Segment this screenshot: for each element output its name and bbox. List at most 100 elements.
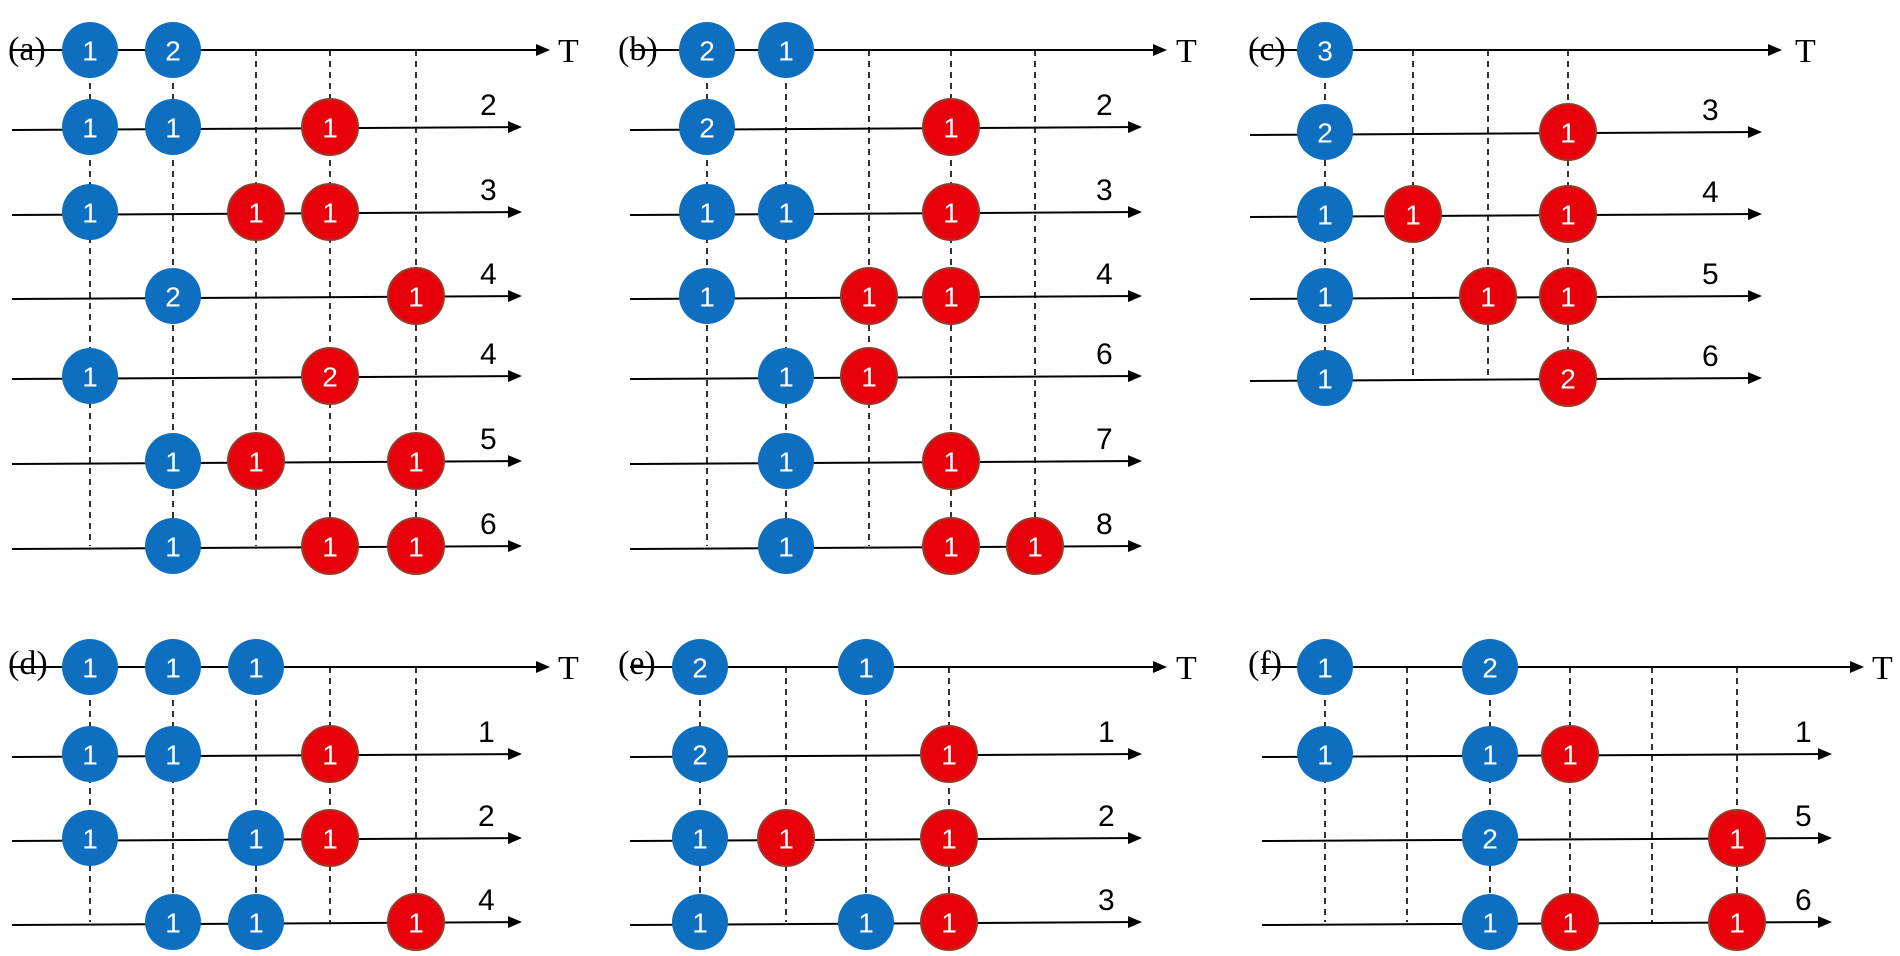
bead-count: 1 [1560, 118, 1576, 149]
bead-count: 2 [1317, 118, 1333, 149]
blue-bead: 1 [228, 810, 284, 866]
bead-circle [62, 22, 118, 78]
bead-count: 1 [943, 198, 959, 229]
blue-bead: 1 [1297, 726, 1353, 782]
blue-bead: 1 [1297, 350, 1353, 406]
bead-circle [1297, 268, 1353, 324]
row-label: 3 [1098, 884, 1115, 917]
bead-count: 1 [699, 198, 715, 229]
blue-bead: 2 [1462, 810, 1518, 866]
row-label: 3 [480, 174, 497, 207]
bead-count: 1 [165, 113, 181, 144]
bead-circle [145, 894, 201, 950]
blue-bead: 1 [145, 726, 201, 782]
blue-bead: 1 [228, 639, 284, 695]
row-label: 6 [1702, 340, 1719, 373]
row-label: 1 [1795, 716, 1812, 749]
bead-circle [679, 184, 735, 240]
time-axis-label: T [1176, 33, 1197, 70]
blue-bead: 1 [838, 894, 894, 950]
bead-circle [145, 433, 201, 489]
bead-count: 1 [82, 653, 98, 684]
blue-bead: 1 [1297, 186, 1353, 242]
bead-count: 1 [322, 740, 338, 771]
bead-count: 1 [165, 532, 181, 563]
bead-count: 1 [82, 362, 98, 393]
blue-bead: 1 [679, 184, 735, 240]
bead-count: 2 [692, 740, 708, 771]
bead-count: 1 [943, 447, 959, 478]
bead-circle [1459, 267, 1517, 325]
blue-bead: 3 [1297, 22, 1353, 78]
row-label: 4 [480, 338, 497, 371]
row-label: 1 [1098, 716, 1115, 749]
bead-count: 1 [322, 824, 338, 855]
bead-count: 1 [1405, 200, 1421, 231]
bead-circle [758, 22, 814, 78]
bead-circle [387, 893, 445, 951]
bead-count: 1 [943, 113, 959, 144]
bead-circle [1462, 726, 1518, 782]
bead-count: 1 [778, 198, 794, 229]
bead-count: 1 [248, 447, 264, 478]
row-label: 4 [480, 258, 497, 291]
bead-circle [1539, 349, 1597, 407]
bead-count: 1 [943, 282, 959, 313]
bead-count: 1 [165, 447, 181, 478]
bead-circle [679, 22, 735, 78]
row-label: 5 [1702, 258, 1719, 291]
bead-circle [62, 639, 118, 695]
blue-bead: 1 [62, 22, 118, 78]
time-axis-label: T [1795, 33, 1816, 70]
bead-circle [62, 184, 118, 240]
blue-bead: 1 [62, 639, 118, 695]
red-bead: 2 [301, 347, 359, 405]
bead-count: 1 [408, 908, 424, 939]
red-bead: 1 [840, 267, 898, 325]
blue-bead: 1 [145, 518, 201, 574]
bead-count: 1 [1729, 824, 1745, 855]
blue-bead: 1 [62, 726, 118, 782]
bead-count: 1 [941, 824, 957, 855]
blue-bead: 1 [145, 433, 201, 489]
bead-count: 1 [408, 282, 424, 313]
bead-count: 1 [858, 908, 874, 939]
blue-bead: 1 [62, 348, 118, 404]
bead-circle [679, 268, 735, 324]
row-label: 3 [1096, 174, 1113, 207]
bead-circle [301, 347, 359, 405]
red-bead: 2 [1539, 349, 1597, 407]
bead-count: 1 [248, 198, 264, 229]
blue-bead: 1 [62, 184, 118, 240]
bead-circle [301, 98, 359, 156]
bead-count: 1 [248, 653, 264, 684]
bead-count: 1 [1317, 364, 1333, 395]
bead-count: 1 [861, 362, 877, 393]
bead-circle [757, 809, 815, 867]
row-label: 6 [1795, 884, 1812, 917]
bead-count: 1 [408, 532, 424, 563]
bead-count: 1 [1562, 740, 1578, 771]
bead-circle [228, 894, 284, 950]
blue-bead: 1 [145, 99, 201, 155]
bead-count: 2 [1560, 364, 1576, 395]
red-bead: 1 [227, 432, 285, 490]
blue-bead: 2 [672, 726, 728, 782]
bead-count: 2 [692, 653, 708, 684]
bead-circle [227, 432, 285, 490]
bead-count: 1 [778, 532, 794, 563]
bead-circle [922, 267, 980, 325]
bead-circle [1708, 809, 1766, 867]
bead-count: 1 [248, 908, 264, 939]
red-bead: 1 [757, 809, 815, 867]
bead-count: 2 [699, 36, 715, 67]
blue-bead: 1 [62, 810, 118, 866]
bead-count: 1 [941, 740, 957, 771]
row-label: 6 [1096, 338, 1113, 371]
bead-count: 2 [322, 362, 338, 393]
bead-circle [1541, 725, 1599, 783]
bead-count: 1 [699, 282, 715, 313]
blue-bead: 1 [1297, 268, 1353, 324]
red-bead: 1 [1006, 517, 1064, 575]
red-bead: 1 [387, 517, 445, 575]
